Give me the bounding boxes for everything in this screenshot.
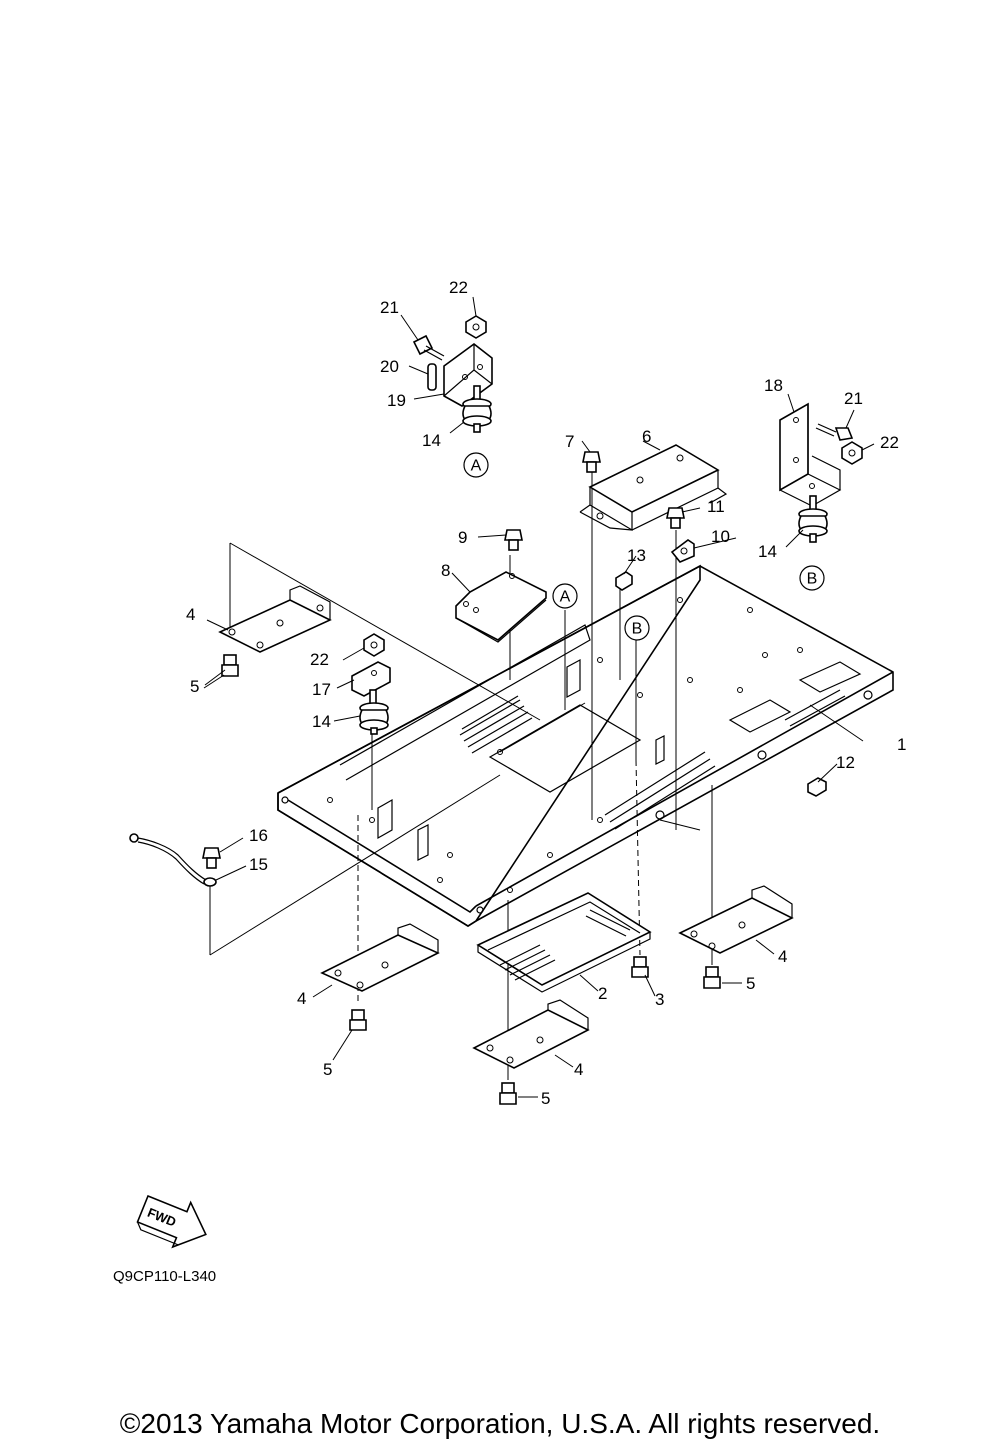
callout-9: 9 [458, 528, 467, 547]
callout-5-tl: 5 [190, 677, 199, 696]
nut-13 [615, 571, 633, 591]
bolt-21-top [412, 334, 445, 361]
nut-22-left [363, 633, 385, 657]
vent-slots-right [604, 689, 846, 830]
part-10-clip [670, 539, 695, 563]
callouts: 1 2 3 4 5 6 7 8 9 10 11 12 13 14 14 14 1… [186, 278, 906, 1108]
callout-5-bl: 5 [323, 1060, 332, 1079]
callout-22-left: 22 [310, 650, 329, 669]
ref-b-right: B [799, 565, 825, 591]
svg-text:A: A [471, 458, 482, 475]
callout-4-br: 4 [778, 947, 787, 966]
nut-22-right [841, 441, 863, 465]
part-8-plate [455, 571, 547, 643]
callout-1: 1 [897, 735, 906, 754]
callout-4-bl: 4 [297, 989, 306, 1008]
frame-holes [281, 597, 873, 914]
bolt-11 [666, 507, 685, 529]
ref-a-top: A [463, 452, 489, 478]
bolt-5-br [703, 966, 721, 989]
part-19-bracket [443, 342, 493, 407]
bolt-16 [202, 847, 221, 869]
ground-wire [129, 833, 217, 887]
part-14-damper-top [462, 385, 492, 433]
nut-12 [807, 777, 827, 797]
callout-14-left: 14 [312, 712, 331, 731]
fwd-arrow: FWD [136, 1194, 207, 1249]
part-4-plate-bc [472, 999, 590, 1069]
part-2-cover [476, 892, 652, 993]
bolt-9 [504, 529, 523, 551]
part-4-plate-br [678, 885, 794, 954]
bolt-5-bl [349, 1009, 367, 1031]
callout-5-br: 5 [746, 974, 755, 993]
ref-a-mid: A [552, 583, 578, 609]
ref-b-mid: B [624, 615, 650, 641]
callout-14-right: 14 [758, 542, 777, 561]
svg-text:B: B [632, 621, 643, 638]
callout-5-bc: 5 [541, 1089, 550, 1108]
part-20-spacer [427, 363, 437, 391]
main-frame [277, 564, 894, 927]
callout-14-top: 14 [422, 431, 441, 450]
callout-13: 13 [627, 546, 646, 565]
callout-16: 16 [249, 826, 268, 845]
callout-20: 20 [380, 357, 399, 376]
callout-21-right: 21 [844, 389, 863, 408]
bolt-5-tl [221, 654, 239, 677]
leader-lines [203, 296, 875, 1098]
callout-8: 8 [441, 561, 450, 580]
callout-19: 19 [387, 391, 406, 410]
callout-21-top: 21 [380, 298, 399, 317]
part-4-plate-tl [218, 585, 332, 653]
callout-6: 6 [642, 427, 651, 446]
callout-11: 11 [707, 497, 725, 516]
callout-22-top: 22 [449, 278, 468, 297]
svg-text:A: A [560, 589, 571, 606]
callout-17: 17 [312, 680, 331, 699]
svg-text:B: B [807, 571, 818, 588]
bolt-5-bc [499, 1082, 517, 1105]
callout-22-right: 22 [880, 433, 899, 452]
part-14-damper-right [798, 495, 828, 543]
nut-22-top [465, 315, 487, 339]
callout-18: 18 [764, 376, 783, 395]
part-6-bracket [579, 444, 728, 532]
bolt-3 [631, 956, 649, 978]
callout-4-tl: 4 [186, 605, 195, 624]
callout-15: 15 [249, 855, 268, 874]
vent-slots-left [459, 695, 533, 754]
part-17-bracket [351, 661, 391, 697]
callout-12: 12 [836, 753, 855, 772]
callout-10: 10 [711, 527, 730, 546]
part-14-damper-left [359, 689, 389, 735]
callout-2: 2 [598, 984, 607, 1003]
part-18-bracket [779, 402, 842, 507]
bolt-21-right [815, 423, 854, 441]
callout-3: 3 [655, 990, 664, 1009]
callout-4-bc: 4 [574, 1060, 583, 1079]
diagram-code: Q9CP110-L340 [113, 1268, 216, 1285]
part-4-plate-bl [320, 923, 440, 992]
bolt-7 [582, 451, 601, 473]
callout-7: 7 [565, 432, 574, 451]
copyright-notice: ©2013 Yamaha Motor Corporation, U.S.A. A… [119, 1408, 881, 1439]
